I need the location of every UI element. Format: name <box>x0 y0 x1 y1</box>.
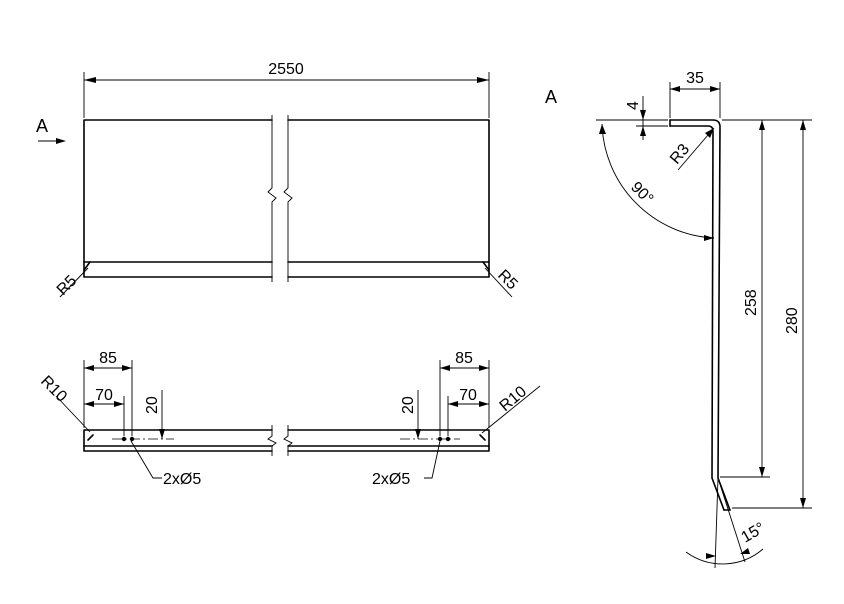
view-a-label: A <box>36 116 48 136</box>
r5-right-label: R5 <box>494 267 521 294</box>
dim-2550-label: 2550 <box>268 61 304 78</box>
dim-70-right-arrow-2 <box>479 401 489 407</box>
dim-280-arrow-1 <box>800 120 806 130</box>
holes-left-label: 2xØ5 <box>163 471 201 488</box>
dim-35-label: 35 <box>686 70 704 87</box>
r3-arrow <box>705 128 714 138</box>
dim-258-arrow-2 <box>759 467 765 477</box>
angle-90-label: 90° <box>627 179 656 208</box>
angle-90-arc <box>601 123 715 239</box>
hole-right-1 <box>437 436 443 442</box>
angle-15-arc <box>685 548 764 565</box>
dim-70-left-label: 70 <box>95 387 113 404</box>
dim-4-label: 4 <box>625 101 642 110</box>
angle-15-arrow-2 <box>740 548 750 554</box>
bottom-view-outline-left <box>83 429 273 452</box>
r5-left-label: R5 <box>54 272 81 299</box>
bottom-view-outline-right <box>287 429 490 452</box>
dim-20-right-label: 20 <box>400 396 417 414</box>
dim-85-left-label: 85 <box>99 350 117 367</box>
dim-70-right-label: 70 <box>459 387 477 404</box>
front-view-break-line-left <box>267 115 277 282</box>
r10-right-label: R10 <box>497 383 530 415</box>
angle-90-arrow-1 <box>599 124 606 134</box>
dim-20-left-label: 20 <box>144 396 161 414</box>
bottom-view-break-line-right <box>283 425 293 456</box>
dim-280-label: 280 <box>784 307 801 334</box>
r5-left-leader <box>59 267 89 298</box>
front-corner-mark-right <box>482 261 490 271</box>
profile-inner <box>669 125 725 511</box>
front-corner-mark-left <box>83 261 91 271</box>
r5-right-leader <box>484 267 513 298</box>
angle-15-ext-vertical <box>714 477 719 569</box>
r10-right-leader <box>481 385 541 434</box>
dim-35-arrow-1 <box>670 86 680 92</box>
dim-280-arrow-2 <box>800 498 806 508</box>
front-view: 2550 A R5 R5 <box>36 61 521 299</box>
dim-2550-arrow-right <box>477 77 489 83</box>
front-view-break-line-right <box>283 115 293 282</box>
dim-70-left-arrow-2 <box>114 401 124 407</box>
dim-20-right-arrow <box>415 429 421 439</box>
hole-right-2 <box>445 436 451 442</box>
r3-label: R3 <box>667 141 693 168</box>
dim-70-left-arrow-1 <box>84 401 94 407</box>
dim-4-arrow-2 <box>640 126 646 136</box>
angle-15-ext-lip <box>717 477 746 563</box>
front-view-outline-left <box>83 119 273 278</box>
dim-70-right-arrow-1 <box>448 401 458 407</box>
bottom-corner-mark-left <box>87 434 94 441</box>
section-view: A 35 4 R3 90° 258 <box>545 70 812 569</box>
holes-right-label: 2xØ5 <box>372 471 410 488</box>
angle-15-label: 15° <box>739 520 768 547</box>
bottom-view-break-line-left <box>267 425 277 456</box>
section-view-label: A <box>545 87 557 107</box>
hole-left-2 <box>129 436 135 442</box>
bottom-corner-mark-right <box>479 434 486 441</box>
holes-left-leader <box>130 440 162 479</box>
front-view-outline-right <box>287 119 490 278</box>
holes-right-leader <box>424 440 441 479</box>
dim-85-left-arrow-1 <box>84 365 94 371</box>
hole-left-1 <box>121 436 127 442</box>
bottom-view: 85 70 20 R10 2xØ5 85 70 20 R10 2xØ5 <box>37 350 541 488</box>
dim-20-left-arrow <box>159 429 165 439</box>
dim-85-right-arrow-2 <box>479 365 489 371</box>
dim-258-arrow-1 <box>759 120 765 130</box>
dim-35-arrow-2 <box>710 86 720 92</box>
dim-85-left-arrow-2 <box>122 365 132 371</box>
angle-15-arrow-1 <box>706 553 716 559</box>
dim-85-right-label: 85 <box>455 350 473 367</box>
angle-90-arrow-2 <box>704 235 714 241</box>
dim-85-right-arrow-1 <box>440 365 450 371</box>
profile-outer <box>669 119 731 511</box>
dim-2550-arrow-left <box>84 77 96 83</box>
dim-4-arrow-1 <box>640 110 646 120</box>
view-a-arrow-head <box>56 138 66 144</box>
r10-left-label: R10 <box>37 373 70 406</box>
r10-left-leader <box>55 395 91 433</box>
dim-258-label: 258 <box>743 289 760 316</box>
